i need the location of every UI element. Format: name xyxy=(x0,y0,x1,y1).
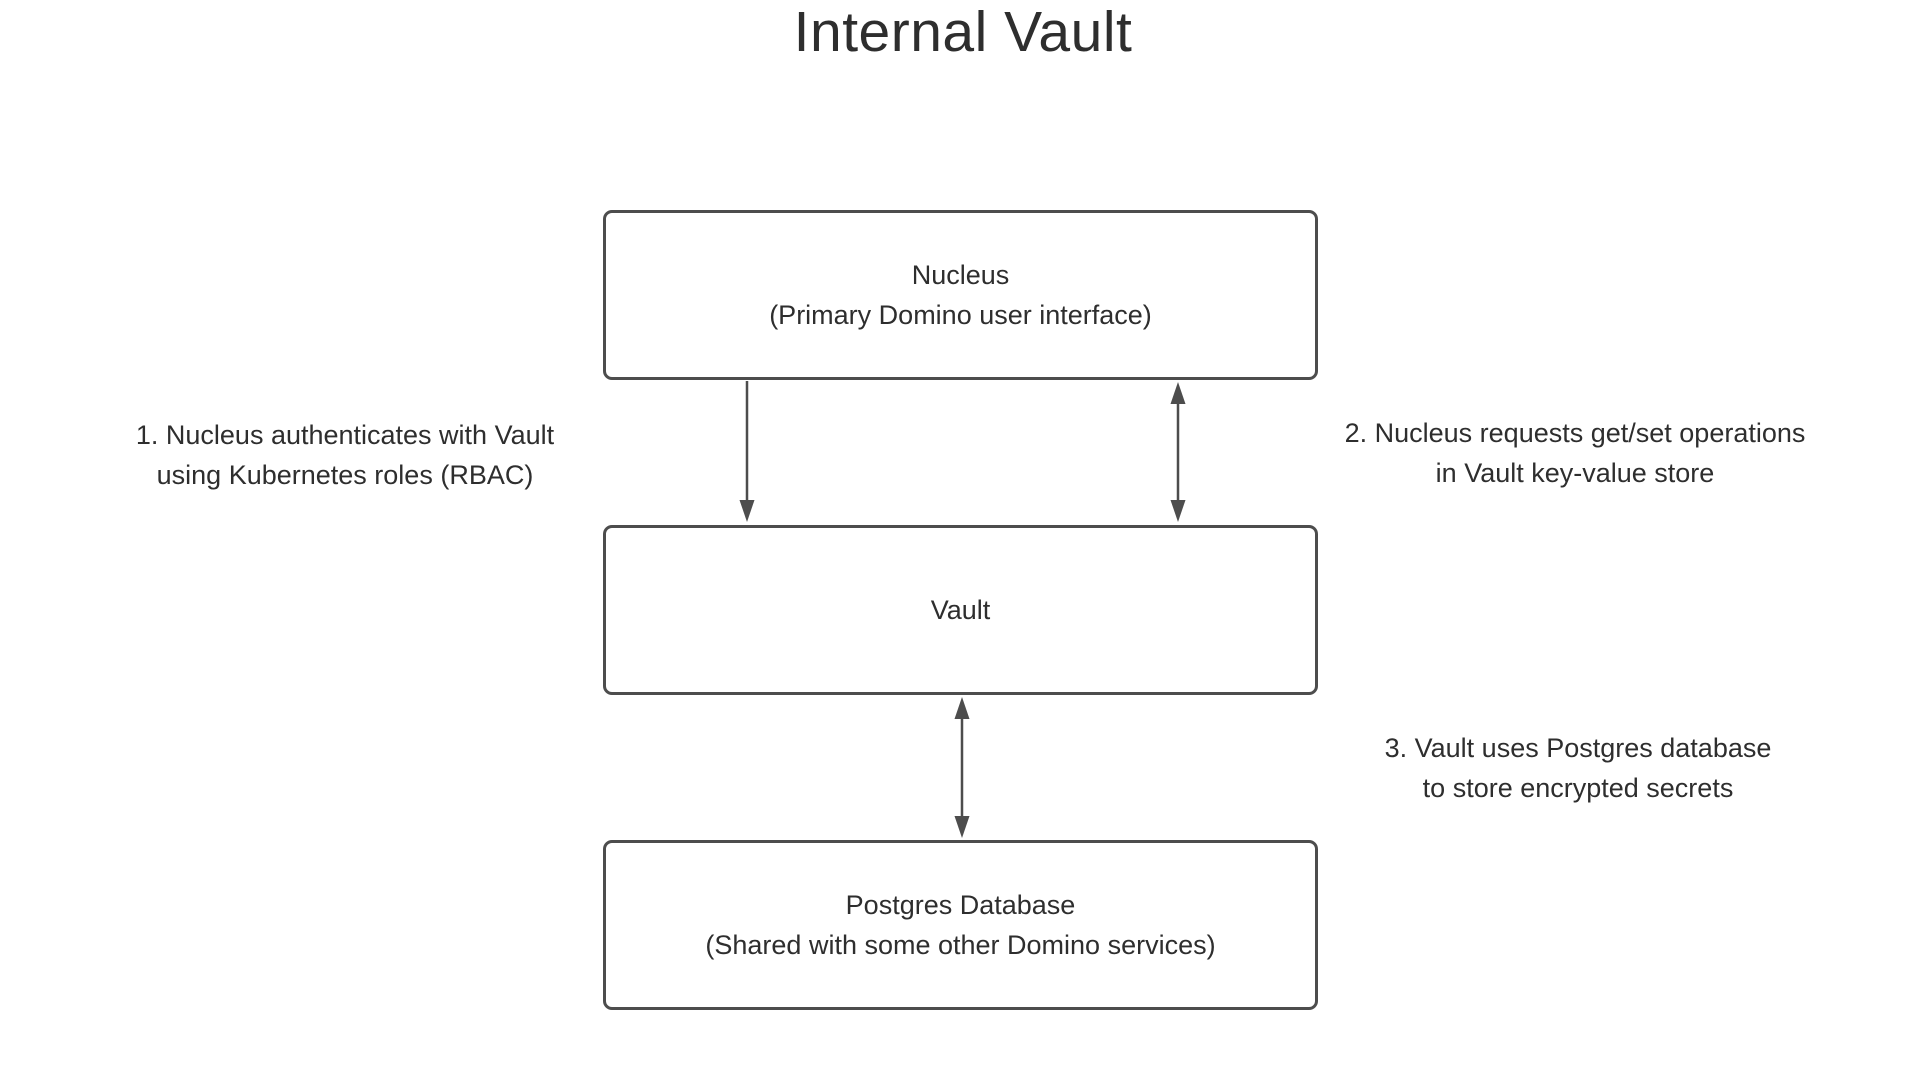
annotation-getset: 2. Nucleus requests get/set operations i… xyxy=(1265,413,1885,493)
arrow-vault-postgres-bidirectional-icon xyxy=(954,697,970,838)
node-vault: Vault xyxy=(603,525,1318,695)
annotation-getset-line2: in Vault key-value store xyxy=(1435,458,1715,488)
annotation-getset-line1: 2. Nucleus requests get/set operations xyxy=(1344,418,1806,448)
node-postgres-sublabel: (Shared with some other Domino services) xyxy=(705,930,1216,960)
node-postgres-label: Postgres Database xyxy=(845,890,1076,920)
arrow-nucleus-vault-bidirectional-icon xyxy=(1170,382,1186,522)
annotation-auth-line2: using Kubernetes roles (RBAC) xyxy=(156,460,534,490)
annotation-auth-line1: 1. Nucleus authenticates with Vault xyxy=(135,420,555,450)
node-postgres: Postgres Database (Shared with some othe… xyxy=(603,840,1318,1010)
node-nucleus-label: Nucleus xyxy=(911,260,1010,290)
annotation-storage: 3. Vault uses Postgres database to store… xyxy=(1268,728,1888,808)
arrow-nucleus-to-vault-icon xyxy=(739,381,755,522)
annotation-storage-line2: to store encrypted secrets xyxy=(1422,773,1734,803)
node-nucleus-sublabel: (Primary Domino user interface) xyxy=(769,300,1152,330)
node-nucleus: Nucleus (Primary Domino user interface) xyxy=(603,210,1318,380)
node-vault-label: Vault xyxy=(930,595,991,625)
diagram-title: Internal Vault xyxy=(793,0,1133,64)
annotation-auth: 1. Nucleus authenticates with Vault usin… xyxy=(35,415,655,495)
annotation-storage-line1: 3. Vault uses Postgres database xyxy=(1384,733,1772,763)
